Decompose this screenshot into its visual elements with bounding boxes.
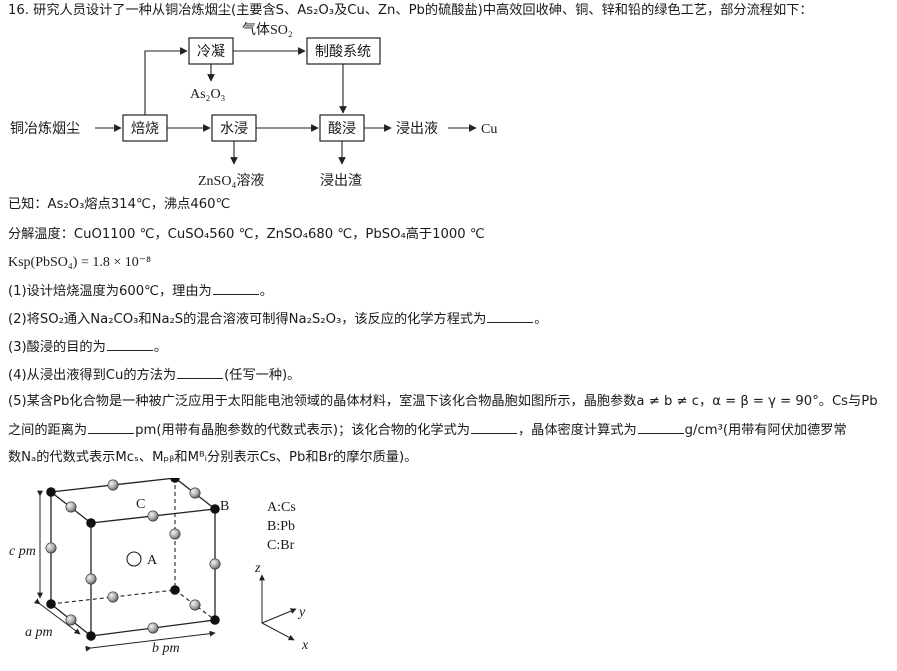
label-atom-c: C [136,497,145,512]
question-5-line-3: 数Nₐ的代数式表示Mᴄₛ、Mₚᵦ和Mᴮᵢ分别表示Cs、Pb和Br的摩尔质量)。 [8,450,418,465]
unit-cell-figure: C B A c pm a pm b pm A:Cs B:Pb C:Br z y … [9,478,309,656]
axis-x-line [261,622,295,641]
question-3: (3)酸浸的目的为 。 [8,338,167,357]
answer-blank-4[interactable] [177,366,224,379]
answer-blank-3[interactable] [106,338,153,351]
unit-cell-hidden-edges [50,478,216,621]
label-gas-so2: 气体SO₂ [242,22,293,38]
question-3-text: (3)酸浸的目的为 [8,340,106,355]
question-4-end: (任写一种)。 [224,368,301,383]
question-2: (2)将SO₂通入Na₂CO₃和Na₂S的混合溶液可制得Na₂S₂O₃，该反应的… [8,310,547,329]
question-4: (4)从浸出液得到Cu的方法为 (任写一种)。 [8,366,300,385]
question-5-text-c: ，晶体密度计算式为 [517,423,637,438]
question-2-text: (2)将SO₂通入Na₂CO₃和Na₂S的混合溶液可制得Na₂S₂O₃，该反应的… [8,312,487,327]
dimension-c-label: c pm [9,544,36,559]
label-leachate: 浸出液 [396,121,438,137]
dimension-a-line [33,598,81,635]
axis-y-label: y [297,605,306,620]
question-1-end: 。 [259,284,273,299]
legend-cs: A:Cs [267,500,296,515]
question-5-text-b: pm(用带有晶胞参数的代数式表示)；该化合物的化学式为 [135,423,470,438]
answer-blank-5b[interactable] [470,421,517,434]
known-line-3: Ksp(PbSO₄) = 1.8 × 10⁻⁸ [8,255,152,270]
question-5-line-2: 之间的距离为 pm(用带有晶胞参数的代数式表示)；该化合物的化学式为 ，晶体密度计算… [8,421,847,440]
legend-br: C:Br [267,538,295,553]
question-5-text-d: g/cm³(用带有阿伏加德罗常 [684,423,847,438]
label-acid-system: 制酸系统 [315,44,371,60]
answer-blank-5a[interactable] [88,421,135,434]
question-5-text-a: 之间的距离为 [8,423,88,438]
arrow-roast-condense [144,47,188,115]
question-3-end: 。 [153,340,167,355]
axis-z-label: z [254,561,261,576]
label-residue: 浸出渣 [320,173,362,189]
question-5-line-1: (5)某含Pb化合物是一种被广泛应用于太阳能电池领域的晶体材料，室温下该化合物晶… [8,394,878,409]
known-line-2: 分解温度：CuO1100 ℃，CuSO₄560 ℃，ZnSO₄680 ℃，PbS… [8,227,485,242]
axis-x-label: x [301,638,309,653]
label-atom-b: B [220,499,229,514]
label-water-leach: 水浸 [220,121,248,137]
cs-atom [126,551,142,567]
label-znso4: ZnSO₄溶液 [198,173,264,189]
answer-blank-2[interactable] [487,310,534,323]
known-line-1: 已知：As₂O₃熔点314℃，沸点460℃ [8,197,231,212]
dimension-a-label: a pm [25,625,53,640]
label-cu: Cu [481,122,497,137]
question-1-text: (1)设计焙烧温度为600℃，理由为 [8,284,212,299]
answer-blank-1[interactable] [212,282,259,295]
label-source: 铜冶炼烟尘 [10,121,80,137]
label-acid-leach: 酸浸 [328,121,356,137]
question-intro: 16. 研究人员设计了一种从铜冶炼烟尘(主要含S、As₂O₃及Cu、Zn、Pb的… [8,3,813,18]
question-4-text: (4)从浸出液得到Cu的方法为 [8,368,177,383]
axis-y-line [261,608,297,624]
question-1: (1)设计焙烧温度为600℃，理由为 。 [8,282,273,301]
legend-pb: B:Pb [267,519,295,534]
process-flowchart: 冷凝 制酸系统 焙烧 水浸 酸浸 铜冶炼烟尘 气体SO₂ As₂O₃ 浸出液 C… [10,22,497,189]
label-atom-a: A [147,553,158,568]
label-roast: 焙烧 [131,121,159,137]
answer-blank-5c[interactable] [637,421,684,434]
question-2-end: 。 [534,312,548,327]
pb-atoms [46,478,220,641]
label-as2o3: As₂O₃ [190,87,226,102]
br-atoms [45,479,221,634]
dimension-b-label: b pm [152,641,180,656]
dimension-b-line [85,630,216,652]
label-condense: 冷凝 [197,44,225,60]
